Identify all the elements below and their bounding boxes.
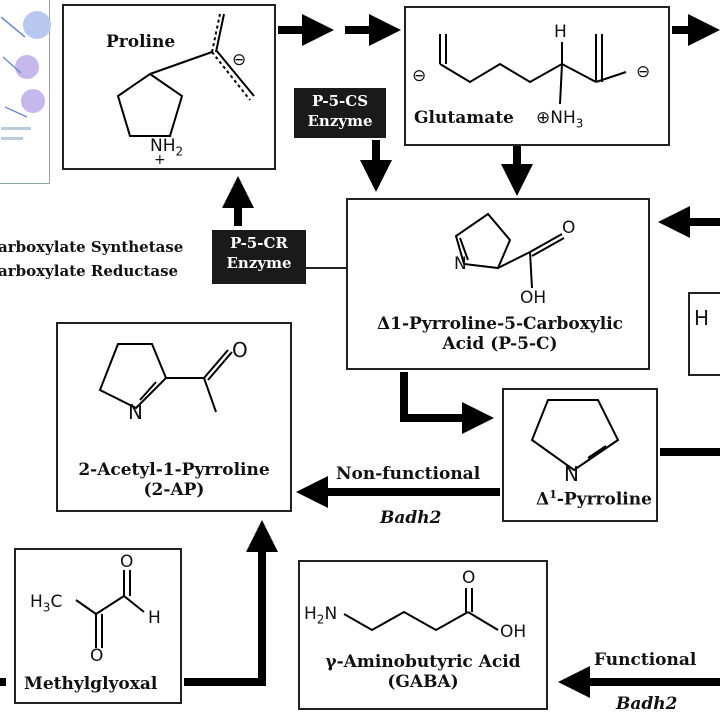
glutamate-nh3: ⊕NH3 <box>536 108 584 131</box>
p5c-structure <box>454 212 565 289</box>
two-ap-label: 2-Acetyl-1-Pyrroline (2-AP) <box>58 460 290 500</box>
methylglyoxal-box <box>14 548 182 704</box>
glutamate-label: Glutamate <box>414 108 514 128</box>
side-text-synthetase: arboxylate Synthetase <box>0 238 184 256</box>
methylglyoxal-o-bottom: O <box>90 646 104 666</box>
cropped-right-h: H <box>694 306 710 330</box>
methylglyoxal-h3c: H3C <box>30 592 63 615</box>
arrow-methylglyoxal-to-2ap <box>184 520 278 686</box>
pyrroline-structure <box>530 399 620 472</box>
pyrroline-n: N <box>564 462 579 486</box>
p5cr-line1: P-5-CR <box>230 234 288 252</box>
gaba-label: γ-Aminobutyric Acid (GABA) <box>300 652 546 692</box>
methylglyoxal-o-top: O <box>120 552 134 572</box>
p5c-label-line1: Δ1-Pyrroline-5-Carboxylic <box>376 314 624 334</box>
gaba-label-line2: (GABA) <box>387 672 459 692</box>
badh2-label-lower: Badh2 <box>616 694 678 714</box>
proline-structure <box>116 13 255 137</box>
p5cs-line2: Enzyme <box>307 112 373 130</box>
proline-plus: + <box>154 152 166 168</box>
two-ap-structure <box>98 343 233 413</box>
thumbnail-graphic <box>0 11 51 140</box>
p5cr-line2: Enzyme <box>226 254 292 272</box>
functional-label: Functional <box>594 650 697 670</box>
p5c-label-line2: Acid (P-5-C) <box>442 334 558 354</box>
two-ap-o: O <box>232 338 248 362</box>
gaba-label-line1: γ-Aminobutyric Acid <box>325 652 521 672</box>
p5c-box <box>346 198 650 370</box>
glutamate-box <box>404 6 670 146</box>
nonfunctional-label: Non-functional <box>336 464 481 484</box>
p5c-label: Δ1-Pyrroline-5-Carboxylic Acid (P-5-C) <box>350 314 650 354</box>
p5cr-enzyme: P-5-CR Enzyme <box>212 230 306 284</box>
two-ap-label-line1: 2-Acetyl-1-Pyrroline <box>78 460 270 480</box>
proline-label: Proline <box>106 32 176 52</box>
methylglyoxal-h: H <box>148 608 161 628</box>
proline-minus: ⊖ <box>232 50 247 70</box>
p5c-oh: OH <box>520 288 547 308</box>
methylglyoxal-structure <box>75 570 145 648</box>
pyrroline-label: Δ1-Pyrroline <box>536 488 652 510</box>
proline-nh2: NH2 <box>150 136 184 159</box>
gaba-structure <box>343 588 499 632</box>
p5cs-line1: P-5-CS <box>311 92 369 110</box>
gaba-o: O <box>462 568 476 588</box>
pyrroline-box <box>502 388 658 522</box>
badh2-label-upper: Badh2 <box>380 508 442 528</box>
methylglyoxal-label: Methylglyoxal <box>24 674 158 694</box>
glutamate-minus-right: ⊖ <box>636 62 651 82</box>
two-ap-n: N <box>128 400 143 424</box>
arrow-p5c-to-pyrroline <box>400 372 494 434</box>
thumbnail-panel <box>0 0 51 184</box>
cropped-right-box-upper <box>688 292 720 376</box>
side-text-reductase: arboxylate Reductase <box>0 262 179 280</box>
gaba-h2n: H2N <box>304 604 338 627</box>
glutamate-minus-left: ⊖ <box>412 66 427 86</box>
glutamate-h: H <box>554 22 567 42</box>
glutamate-structure <box>439 34 627 105</box>
p5cs-enzyme: P-5-CS Enzyme <box>294 88 386 138</box>
gaba-oh: OH <box>500 622 527 642</box>
gaba-box <box>298 560 548 710</box>
p5c-n: N <box>454 254 467 274</box>
p5c-o: O <box>562 218 576 238</box>
two-ap-box <box>56 322 292 512</box>
two-ap-label-line2: (2-AP) <box>143 480 205 500</box>
